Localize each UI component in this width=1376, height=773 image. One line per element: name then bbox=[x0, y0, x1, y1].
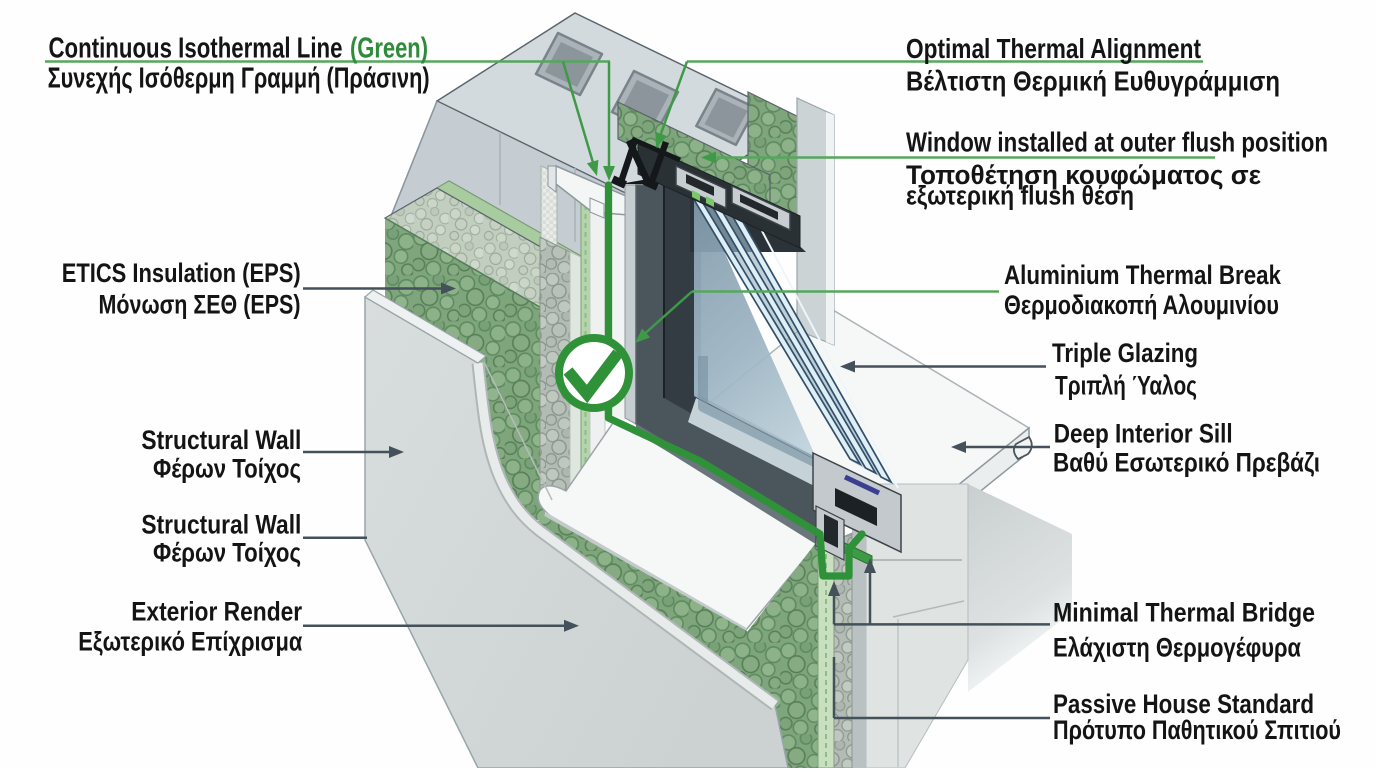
svg-text:Aluminium Thermal Break: Aluminium Thermal Break bbox=[1004, 260, 1282, 290]
svg-text:Passive House Standard: Passive House Standard bbox=[1053, 689, 1314, 719]
svg-text:Φέρων Τοίχος: Φέρων Τοίχος bbox=[153, 537, 301, 567]
svg-text:Structural Wall: Structural Wall bbox=[141, 509, 301, 539]
svg-text:Exterior Render: Exterior Render bbox=[131, 597, 302, 627]
svg-text:Συνεχής Ισόθερμη Γραμμή (Πράσι: Συνεχής Ισόθερμη Γραμμή (Πράσινη) bbox=[48, 63, 430, 95]
svg-text:Optimal Thermal Alignment: Optimal Thermal Alignment bbox=[906, 33, 1201, 64]
svg-text:Τριπλή Ύαλος: Τριπλή Ύαλος bbox=[1055, 370, 1197, 400]
svg-text:Minimal Thermal Bridge: Minimal Thermal Bridge bbox=[1053, 598, 1315, 628]
svg-text:Continuous Isothermal Line: Continuous Isothermal Line bbox=[49, 33, 343, 65]
svg-text:Deep Interior Sill: Deep Interior Sill bbox=[1054, 418, 1233, 448]
svg-text:Window installed at outer flus: Window installed at outer flush position bbox=[906, 127, 1328, 158]
svg-text:Μόνωση ΣΕΘ (EPS): Μόνωση ΣΕΘ (EPS) bbox=[99, 290, 301, 320]
svg-text:εξωτερική flush θέση: εξωτερική flush θέση bbox=[906, 181, 1134, 211]
svg-text:Βέλτιστη Θερμική Ευθυγράμμιση: Βέλτιστη Θερμική Ευθυγράμμιση bbox=[906, 65, 1280, 96]
svg-text:Triple Glazing: Triple Glazing bbox=[1052, 338, 1198, 368]
svg-text:Φέρων Τοίχος: Φέρων Τοίχος bbox=[153, 454, 301, 484]
svg-text:Θερμοδιακοπή Αλουμινίου: Θερμοδιακοπή Αλουμινίου bbox=[1004, 290, 1279, 320]
svg-text:Βαθύ Εσωτερικό Πρεβάζι: Βαθύ Εσωτερικό Πρεβάζι bbox=[1053, 448, 1320, 478]
svg-text:Πρότυπο Παθητικού Σπιτιού: Πρότυπο Παθητικού Σπιτιού bbox=[1053, 715, 1341, 745]
svg-text:Ελάχιστη Θερμογέφυρα: Ελάχιστη Θερμογέφυρα bbox=[1053, 633, 1301, 663]
svg-text:Structural Wall: Structural Wall bbox=[141, 425, 301, 455]
svg-text:Εξωτερικό Επίχρισμα: Εξωτερικό Επίχρισμα bbox=[78, 627, 302, 657]
svg-text:Τοποθέτηση κουφώματος σε: Τοποθέτηση κουφώματος σε bbox=[906, 160, 1261, 190]
svg-text:ETICS Insulation (EPS): ETICS Insulation (EPS) bbox=[62, 258, 301, 288]
svg-text:(Green): (Green) bbox=[350, 33, 428, 65]
